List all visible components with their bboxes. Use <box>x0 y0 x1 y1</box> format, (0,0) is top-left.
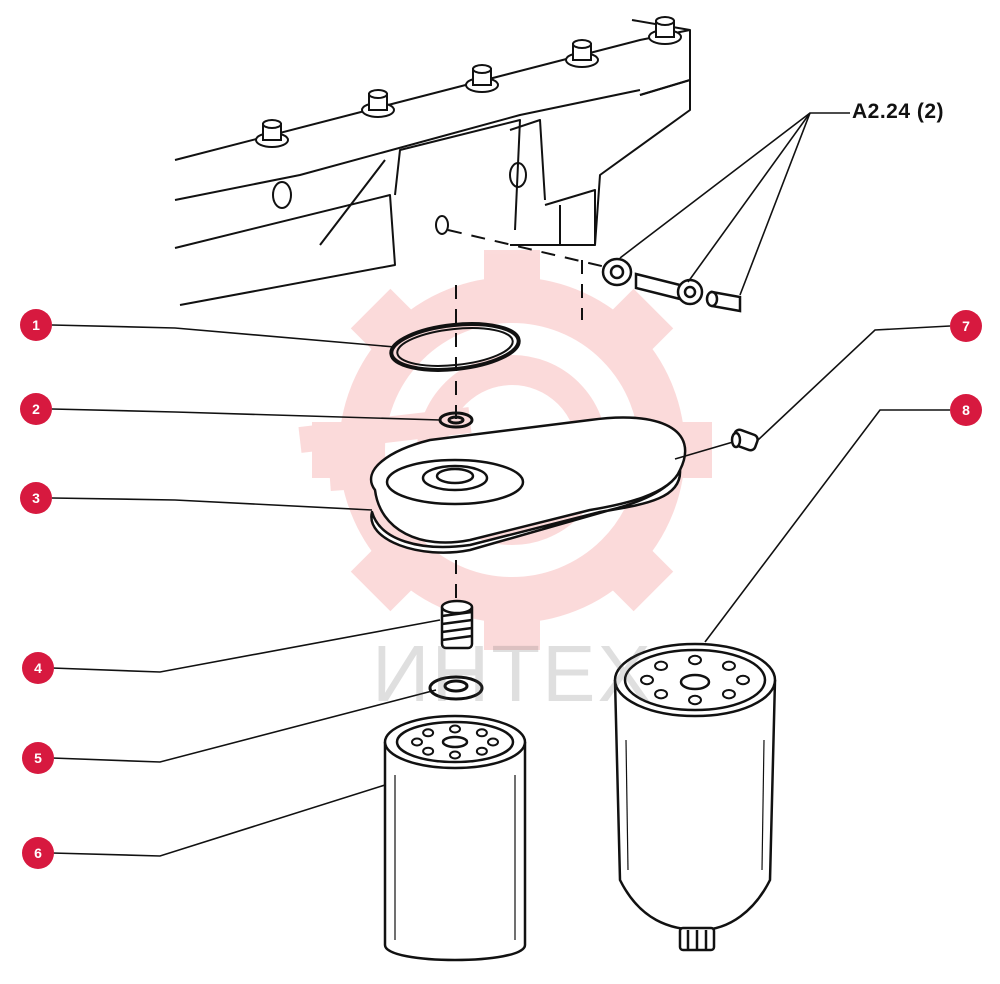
filter-hole <box>721 660 736 672</box>
filter-hole <box>654 660 669 672</box>
filter-head <box>369 416 687 554</box>
callout-5[interactable]: 5 <box>22 742 54 774</box>
callout-3[interactable]: 3 <box>20 482 52 514</box>
filter-cartridge-holes <box>411 724 499 760</box>
filter-hole <box>422 746 435 756</box>
head-bolt <box>255 119 289 148</box>
filter-hole <box>688 694 702 706</box>
cylinder-head-bolts <box>255 16 682 148</box>
gear-tooth <box>591 529 674 612</box>
filter-hole <box>654 688 669 700</box>
callout-6[interactable]: 6 <box>22 837 54 869</box>
head-bolt <box>648 16 682 45</box>
callout-7[interactable]: 7 <box>950 310 982 342</box>
head-bolt <box>361 89 395 118</box>
mounting-fasteners <box>601 257 742 313</box>
filter-hole <box>449 750 461 760</box>
gear-tooth <box>484 250 540 310</box>
filter-hole <box>475 728 488 738</box>
bleed-screw <box>730 428 759 452</box>
gear-tooth <box>591 288 674 371</box>
filter-hole <box>688 654 702 666</box>
callout-2[interactable]: 2 <box>20 393 52 425</box>
gear-tooth <box>312 422 372 478</box>
callout-1[interactable]: 1 <box>20 309 52 341</box>
callout-8[interactable]: 8 <box>950 394 982 426</box>
leader-lines <box>51 112 951 857</box>
filter-hole <box>422 728 435 738</box>
threaded-nipple <box>440 599 474 650</box>
reference-label-a2-24[interactable]: A2.24 (2) <box>852 100 945 123</box>
separator-filter-holes <box>640 654 750 706</box>
filter-hole <box>475 746 488 756</box>
assembly-axis <box>447 229 611 610</box>
sealing-washer <box>428 675 484 701</box>
head-bolt <box>465 64 499 93</box>
gear-tooth <box>350 288 433 371</box>
filter-hole <box>487 737 499 747</box>
filter-hole <box>640 674 654 686</box>
filter-hole <box>411 737 423 747</box>
head-bolt <box>565 39 599 68</box>
filter-hole <box>736 674 750 686</box>
filter-hole <box>721 688 736 700</box>
o-ring <box>389 322 521 372</box>
callout-4[interactable]: 4 <box>22 652 54 684</box>
filter-hole <box>449 724 461 734</box>
watermark-text: ИНТЕХ <box>372 629 653 718</box>
gear-tooth <box>484 590 540 650</box>
